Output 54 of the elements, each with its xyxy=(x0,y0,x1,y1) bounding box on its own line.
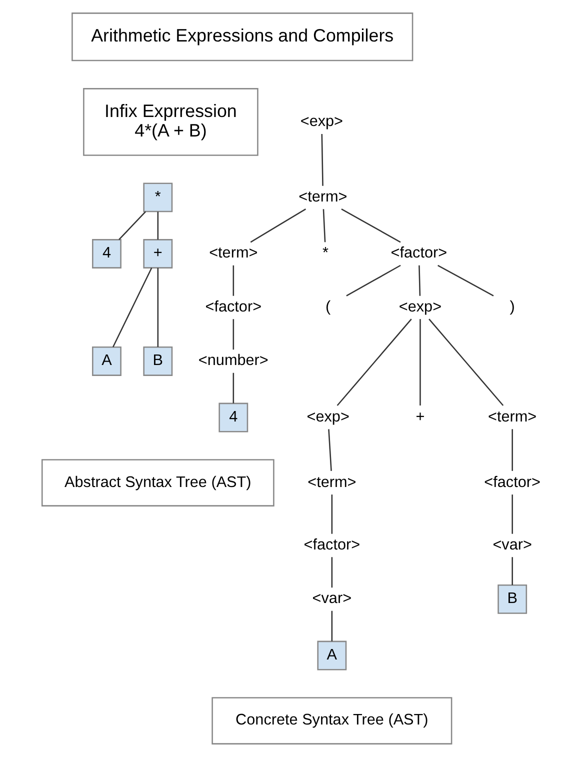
node-text: <factor> xyxy=(303,536,360,554)
node-box: + xyxy=(142,239,172,268)
connector xyxy=(232,319,234,350)
node-text: <exp> xyxy=(300,112,343,130)
connector xyxy=(328,429,332,471)
node-text: <term> xyxy=(488,408,536,426)
node-text: * xyxy=(322,244,328,262)
node-text: <factor> xyxy=(204,298,262,316)
connector xyxy=(418,265,420,296)
node-text: <term> xyxy=(208,244,258,262)
connector xyxy=(322,209,326,242)
node-text: <term> xyxy=(307,474,356,491)
connector xyxy=(232,265,234,296)
node-text: <term> xyxy=(298,188,347,206)
connector xyxy=(112,268,152,348)
connector xyxy=(156,212,158,240)
node-box: B xyxy=(497,584,527,614)
connector xyxy=(118,211,146,240)
node-text: + xyxy=(415,408,424,426)
node-box: A xyxy=(92,346,121,376)
connector xyxy=(511,494,512,534)
node-text: ) xyxy=(509,298,514,316)
node-text: <var> xyxy=(492,536,532,554)
connector xyxy=(330,494,332,534)
node-box: Arithmetic Expressions and Compilers xyxy=(71,12,413,62)
connector xyxy=(330,610,332,642)
connector xyxy=(336,318,412,406)
connector xyxy=(437,264,494,296)
node-text: <exp> xyxy=(398,298,442,316)
node-box: Infix Exprression 4*(A + B) xyxy=(82,88,258,156)
node-box: * xyxy=(142,182,172,212)
node-box: 4 xyxy=(92,239,121,268)
node-box: Concrete Syntax Tree (AST) xyxy=(211,697,452,744)
connector xyxy=(340,208,400,243)
node-text: <exp> xyxy=(306,408,349,426)
connector xyxy=(511,429,512,471)
connector xyxy=(511,557,512,586)
node-text: <factor> xyxy=(484,474,540,491)
connector xyxy=(320,134,323,186)
node-box: B xyxy=(142,346,172,376)
node-text: <var> xyxy=(312,590,352,608)
node-text: <factor> xyxy=(390,244,447,262)
node-text: <number> xyxy=(198,352,268,370)
node-text: ( xyxy=(325,298,330,316)
connector xyxy=(330,557,332,588)
node-box: Abstract Syntax Tree (AST) xyxy=(40,459,274,506)
connector xyxy=(428,318,504,406)
connector xyxy=(250,208,306,243)
connector xyxy=(346,264,400,296)
connector xyxy=(156,268,158,347)
node-box: A xyxy=(316,640,346,670)
node-box: 4 xyxy=(218,402,248,432)
connector xyxy=(232,372,234,404)
connector xyxy=(419,319,420,406)
